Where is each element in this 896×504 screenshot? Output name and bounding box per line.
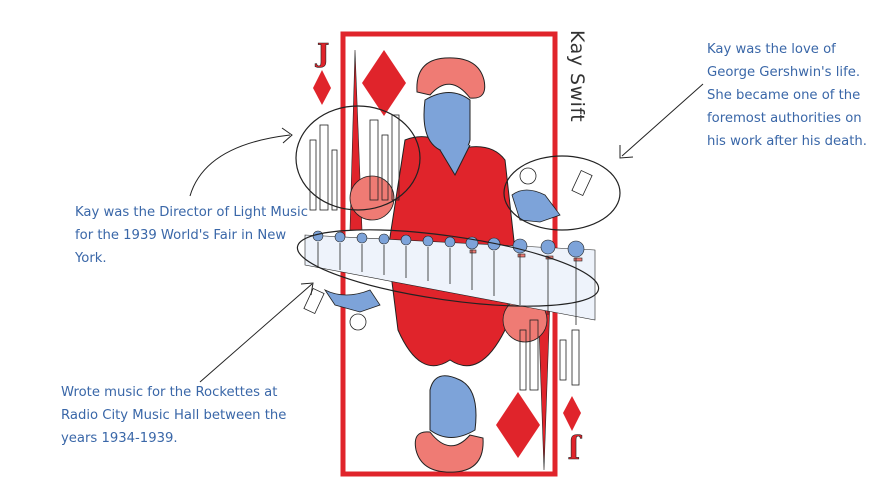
note-worlds-fair: Kay was the Director of Light Music for … — [75, 201, 308, 270]
note-line: Kay was the love of — [707, 42, 836, 57]
highlight-ellipse-skyline — [295, 105, 421, 211]
note-line: George Gershwin's life. — [707, 65, 861, 80]
gershwin-figure-top — [511, 167, 593, 223]
diamond-small-top-icon — [313, 70, 331, 105]
note-line: his work after his death. — [707, 134, 867, 149]
note-line: years 1934-1939. — [61, 431, 178, 446]
rank-letter-bottom: J — [568, 433, 582, 463]
note-line: Kay was the Director of Light Music — [75, 205, 308, 220]
skyline-sketch-right — [519, 319, 580, 391]
sun-disk-top — [349, 175, 395, 221]
diamond-large-bottom-icon — [496, 392, 540, 458]
arrow-to-rockettes — [199, 282, 314, 383]
arrow-to-gershwin — [619, 83, 704, 159]
note-line: for the 1939 World's Fair in New — [75, 228, 287, 243]
portrait-top — [416, 57, 486, 177]
diamond-small-bottom-icon — [563, 396, 581, 431]
note-rockettes: Wrote music for the Rockettes at Radio C… — [61, 381, 286, 450]
rank-letter-top: J — [315, 39, 329, 69]
portrait-bottom — [414, 375, 484, 473]
card-title-text: Kay Swift — [566, 30, 588, 123]
note-line: She became one of the — [707, 88, 861, 103]
rockettes-line — [304, 230, 596, 325]
note-line: foremost authorities on — [707, 111, 862, 126]
highlight-ellipse-gershwin — [503, 155, 621, 231]
gershwin-figure-bottom — [303, 287, 381, 331]
note-gershwin: Kay was the love of George Gershwin's li… — [707, 38, 867, 153]
note-line: York. — [75, 251, 107, 266]
card-title: Kay Swift — [548, 30, 588, 130]
highlight-ellipse-rockettes — [296, 229, 600, 307]
arrow-to-skyline — [189, 127, 293, 197]
note-line: Wrote music for the Rockettes at — [61, 385, 278, 400]
diamond-large-top-icon — [362, 50, 406, 116]
note-line: Radio City Music Hall between the — [61, 408, 287, 423]
